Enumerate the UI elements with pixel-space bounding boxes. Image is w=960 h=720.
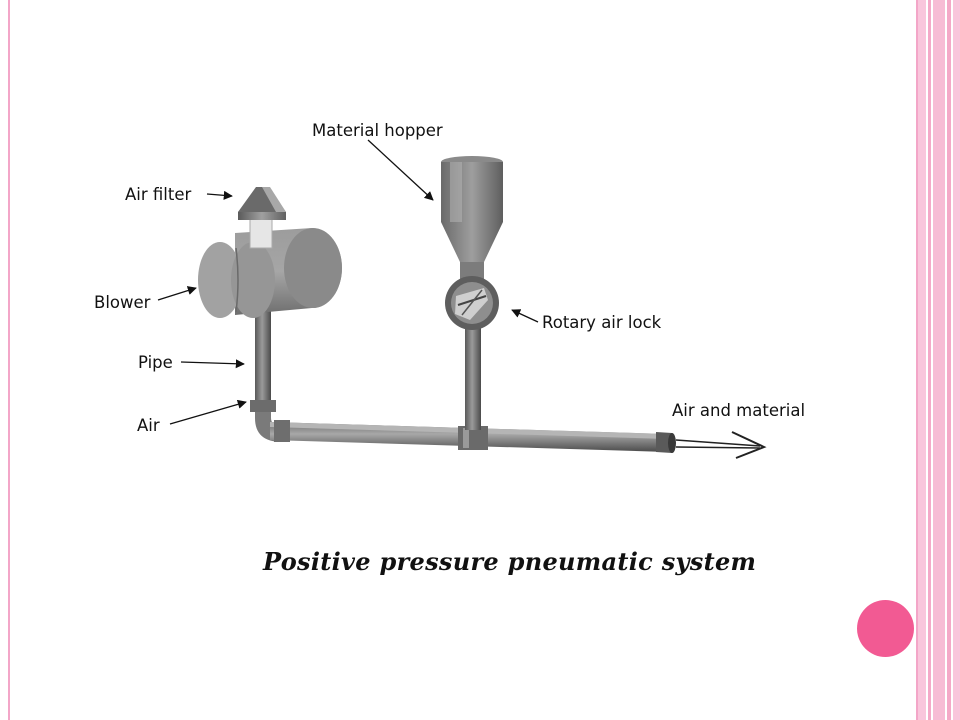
- figure-caption: Positive pressure pneumatic system: [263, 547, 757, 576]
- rotary-air-lock: [445, 276, 499, 330]
- output-flow-arrow: [675, 431, 767, 459]
- label-air: Air: [137, 416, 160, 435]
- label-leaders: [157, 139, 539, 425]
- main-pipe: [270, 420, 676, 453]
- label-material-hopper: Material hopper: [312, 121, 443, 140]
- label-blower: Blower: [94, 293, 151, 312]
- label-rotary-air-lock: Rotary air lock: [542, 313, 662, 332]
- right-decorative-stripes: [918, 0, 960, 720]
- label-air-and-material: Air and material: [672, 401, 805, 420]
- material-hopper: [441, 156, 503, 280]
- label-air-filter: Air filter: [125, 185, 191, 204]
- feed-pipe: [465, 318, 481, 430]
- air-filter: [238, 187, 286, 249]
- blower: [198, 228, 342, 318]
- slide-frame: [8, 0, 918, 720]
- label-pipe: Pipe: [138, 353, 173, 372]
- accent-dot: [857, 600, 914, 657]
